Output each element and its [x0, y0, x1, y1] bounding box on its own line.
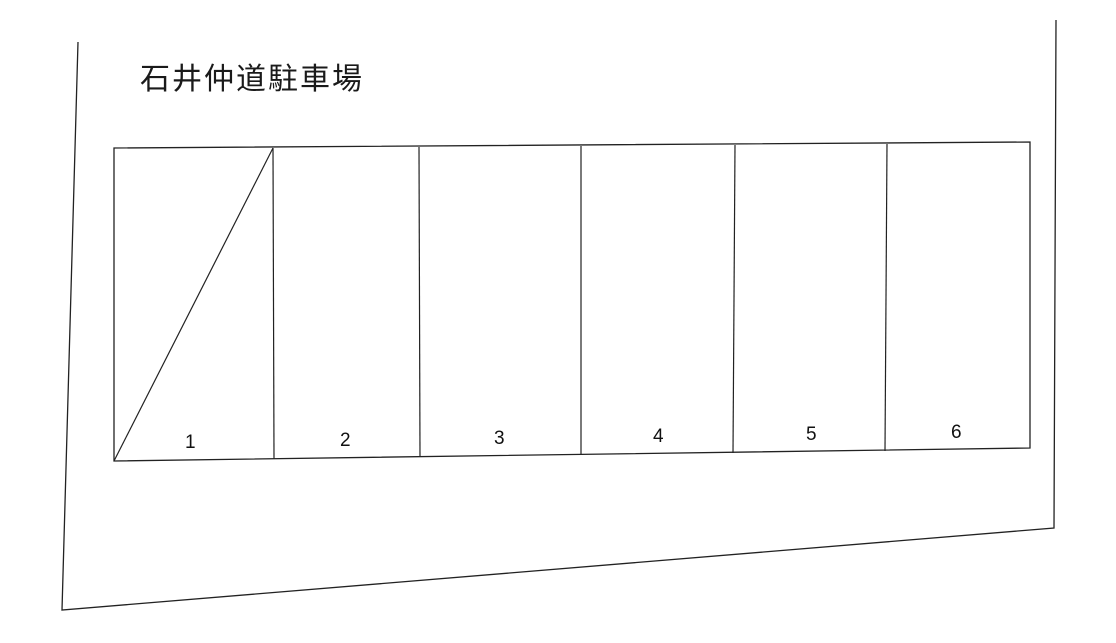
- stall-number-5: 5: [806, 424, 817, 445]
- stall-divider-2-3: [418, 146, 421, 458]
- stall-1-diagonal-mark: [113, 147, 274, 462]
- stall-divider-5-6: [884, 143, 888, 452]
- stall-number-1: 1: [185, 432, 196, 453]
- page-title: 石井仲道駐車場: [140, 62, 364, 97]
- stall-number-6: 6: [951, 422, 962, 443]
- lot-boundary: [61, 19, 1057, 611]
- stall-divider-1-2: [272, 147, 275, 460]
- stall-number-3: 3: [494, 428, 505, 449]
- stall-number-4: 4: [653, 426, 664, 447]
- parking-block-outline: [113, 141, 1031, 462]
- stall-divider-4-5: [732, 144, 736, 454]
- stall-number-2: 2: [340, 430, 351, 451]
